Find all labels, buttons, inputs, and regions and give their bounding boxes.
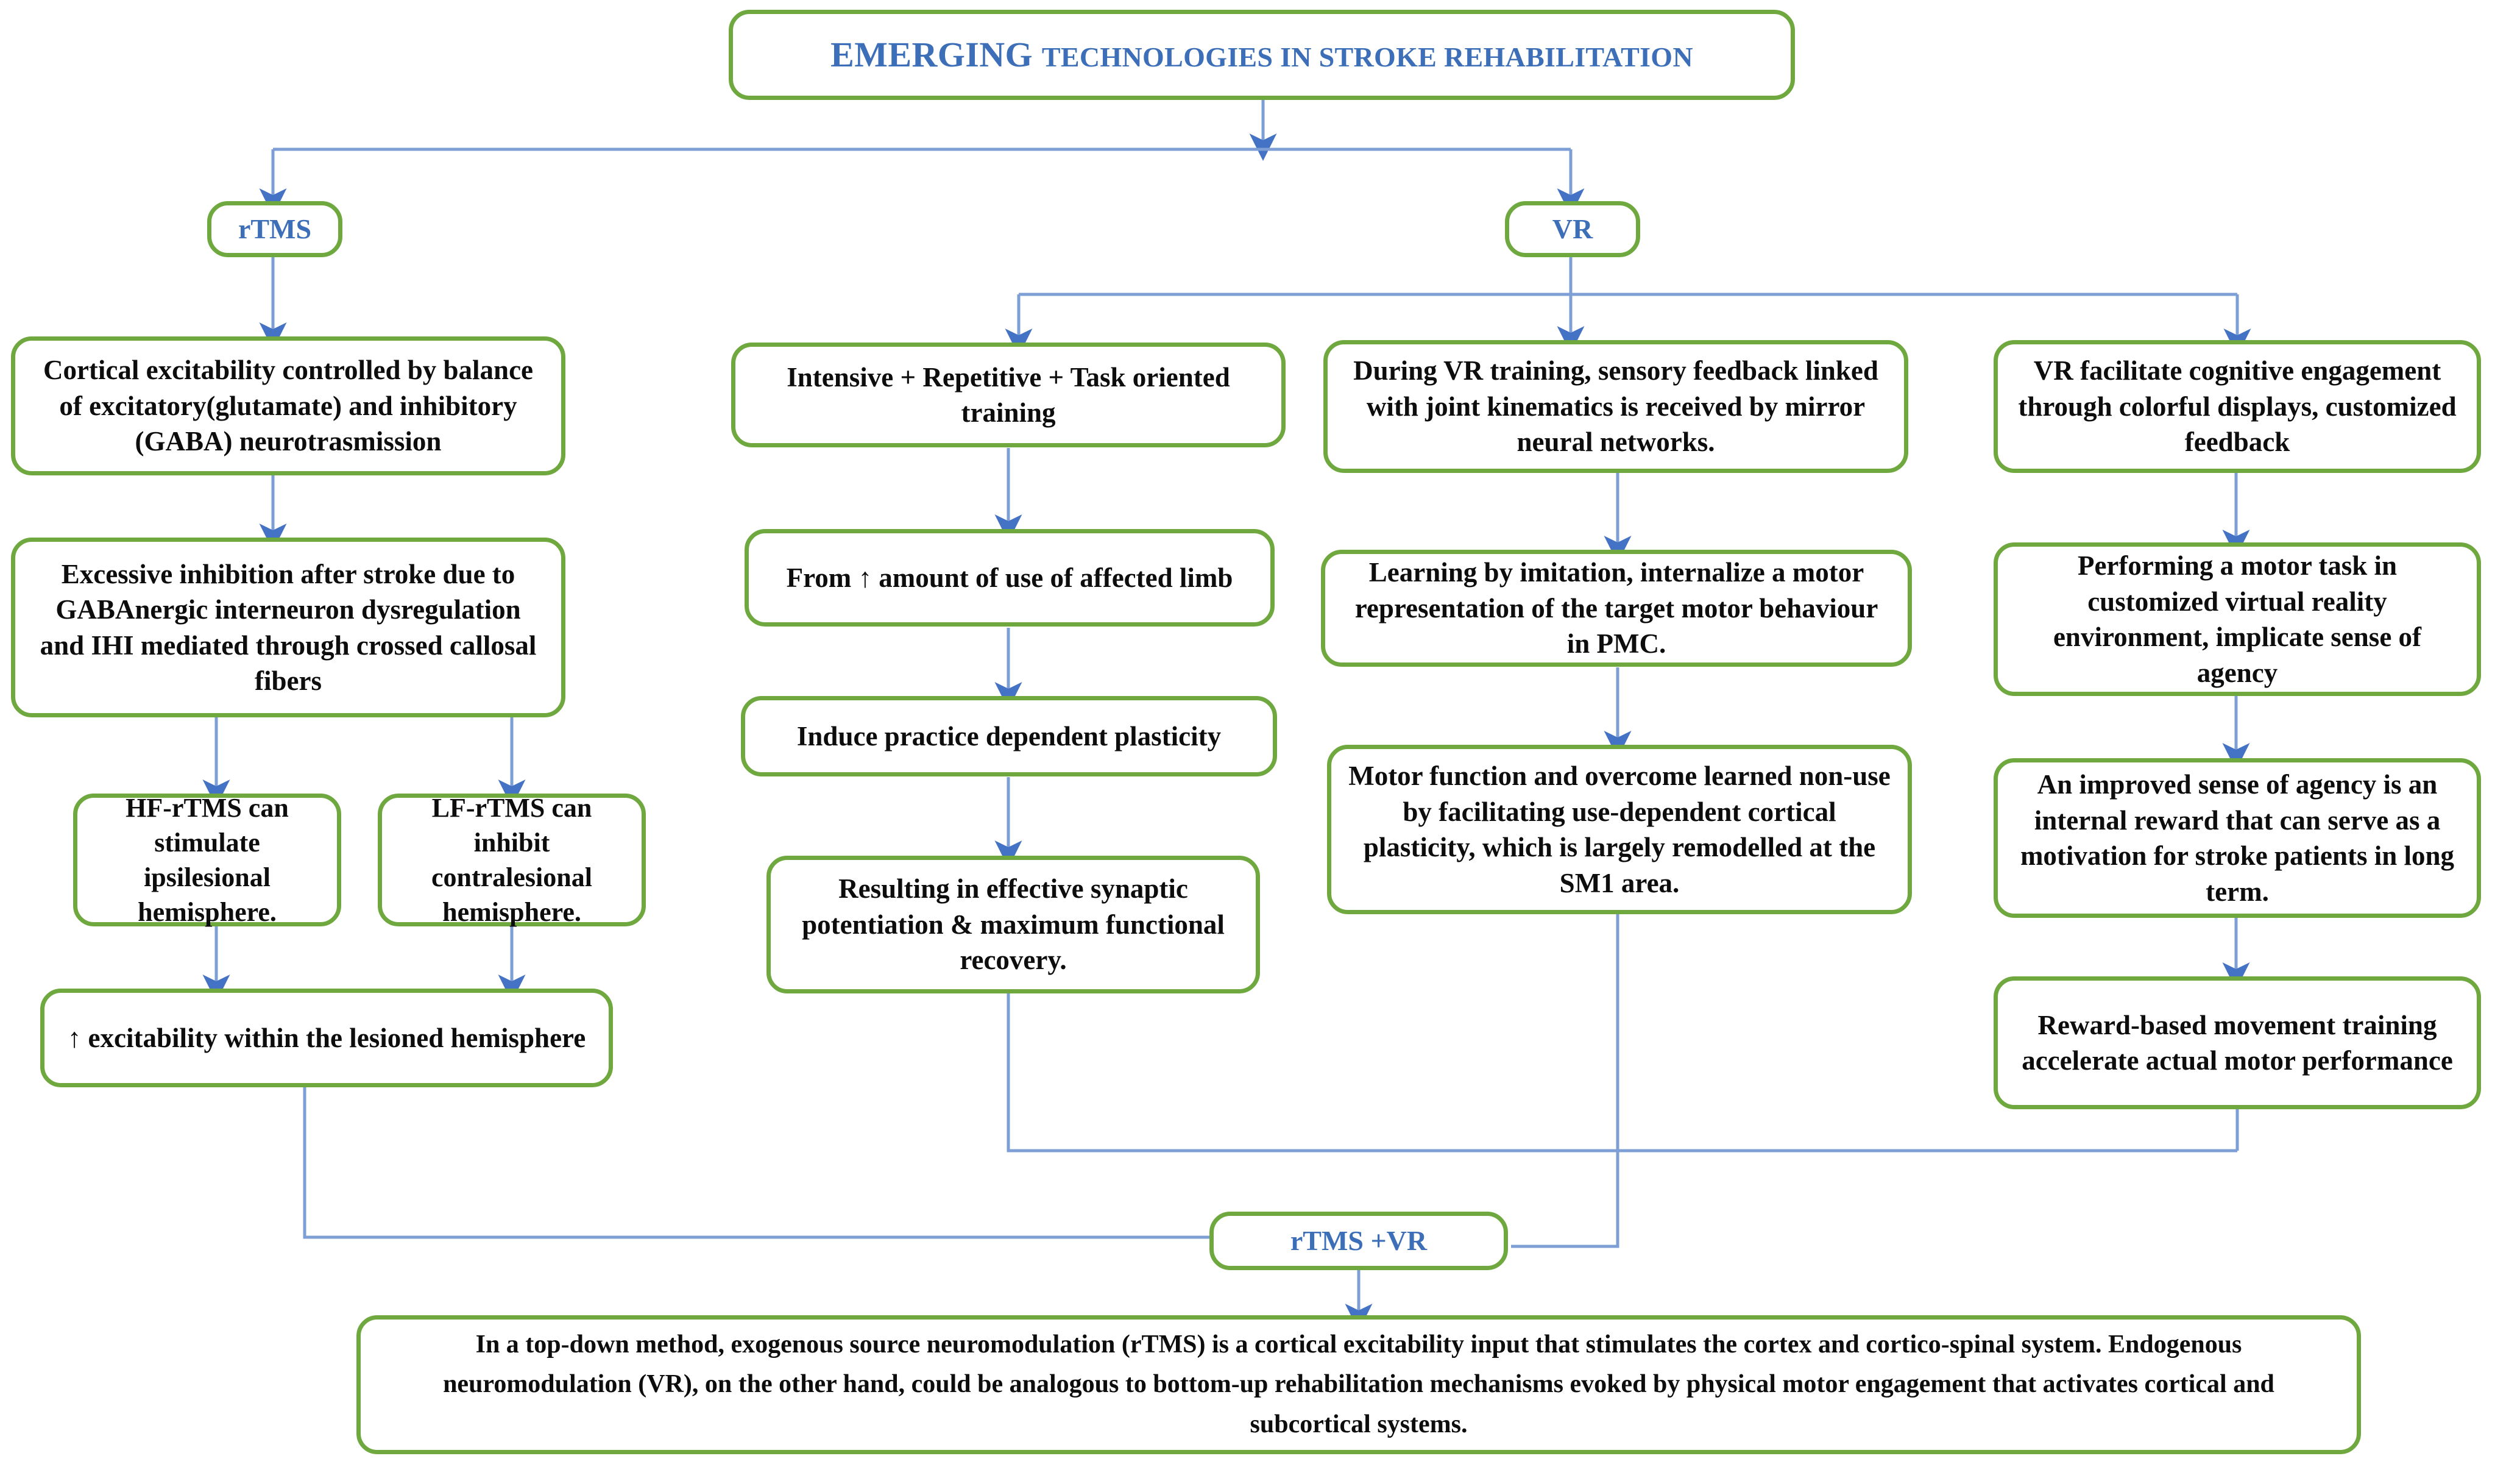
- node-rtms-increased-excitability: ↑ excitability within the lesioned hemis…: [40, 989, 613, 1087]
- node-text: Reward-based movement training accelerat…: [2022, 1009, 2453, 1076]
- node-vr-intensive-training: Intensive + Repetitive + Task oriented t…: [731, 343, 1286, 447]
- node-vr-cognitive-engagement: VR facilitate cognitive engagement throu…: [1994, 340, 2481, 473]
- node-text: VR facilitate cognitive engagement throu…: [2018, 355, 2457, 458]
- branch-label-rtms[interactable]: rTMS: [207, 201, 342, 257]
- branch-label-vr-text: VR: [1552, 213, 1593, 245]
- node-text: Excessive inhibition after stroke due to…: [40, 558, 537, 697]
- diagram-title-node: EMERGING TECHNOLOGIES IN STROKE REHABILI…: [729, 10, 1795, 100]
- title-emphasis: EMERGING: [830, 35, 1042, 75]
- node-rtms-hf-stimulate: HF-rTMS can stimulate ipsilesional hemis…: [73, 793, 341, 927]
- node-conclusion: In a top-down method, exogenous source n…: [356, 1315, 2361, 1454]
- node-text: HF-rTMS can stimulate ipsilesional hemis…: [126, 792, 289, 928]
- node-text: Resulting in effective synaptic potentia…: [802, 873, 1225, 976]
- node-text: In a top-down method, exogenous source n…: [443, 1330, 2274, 1438]
- node-vr-learning-imitation: Learning by imitation, internalize a mot…: [1321, 550, 1912, 667]
- node-vr-motor-task-agency: Performing a motor task in customized vi…: [1994, 542, 2481, 696]
- node-text: Induce practice dependent plasticity: [796, 720, 1222, 751]
- connector-col3-to-combined: [1511, 914, 1619, 1248]
- node-rtms-lf-inhibit: LF-rTMS can inhibit contralesional hemis…: [378, 793, 646, 927]
- node-rtms-cortical-excitability: Cortical excitability controlled by bala…: [11, 336, 565, 475]
- node-text: Intensive + Repetitive + Task oriented t…: [787, 361, 1230, 428]
- node-vr-internal-reward: An improved sense of agency is an intern…: [1994, 758, 2481, 918]
- node-text: Cortical excitability controlled by bala…: [43, 355, 534, 457]
- node-vr-sensory-feedback: During VR training, sensory feedback lin…: [1323, 340, 1908, 473]
- node-vr-reward-based-training: Reward-based movement training accelerat…: [1994, 976, 2481, 1109]
- title-rest: TECHNOLOGIES IN STROKE REHABILITATION: [1041, 41, 1693, 73]
- node-vr-motor-function-nonuse: Motor function and overcome learned non-…: [1327, 745, 1912, 914]
- node-text: During VR training, sensory feedback lin…: [1353, 355, 1878, 458]
- branch-label-combined-text: rTMS +VR: [1290, 1225, 1428, 1257]
- node-rtms-excessive-inhibition: Excessive inhibition after stroke due to…: [11, 538, 565, 717]
- node-text: Motor function and overcome learned non-…: [1348, 761, 1891, 898]
- branch-label-rtms-text: rTMS: [238, 213, 312, 245]
- node-vr-increased-use: From ↑ amount of use of affected limb: [745, 529, 1275, 627]
- node-vr-practice-plasticity: Induce practice dependent plasticity: [741, 696, 1277, 776]
- node-text: An improved sense of agency is an intern…: [2020, 769, 2455, 907]
- node-text: Performing a motor task in customized vi…: [2053, 550, 2422, 688]
- node-text: Learning by imitation, internalize a mot…: [1354, 557, 1878, 659]
- node-text: ↑ excitability within the lesioned hemis…: [67, 1022, 586, 1053]
- node-text: LF-rTMS can inhibit contralesional hemis…: [431, 792, 592, 928]
- node-vr-synaptic-potentiation: Resulting in effective synaptic potentia…: [766, 856, 1260, 993]
- branch-label-vr[interactable]: VR: [1505, 201, 1640, 257]
- branch-label-rtms-plus-vr[interactable]: rTMS +VR: [1209, 1212, 1508, 1270]
- node-text: From ↑ amount of use of affected limb: [786, 562, 1233, 593]
